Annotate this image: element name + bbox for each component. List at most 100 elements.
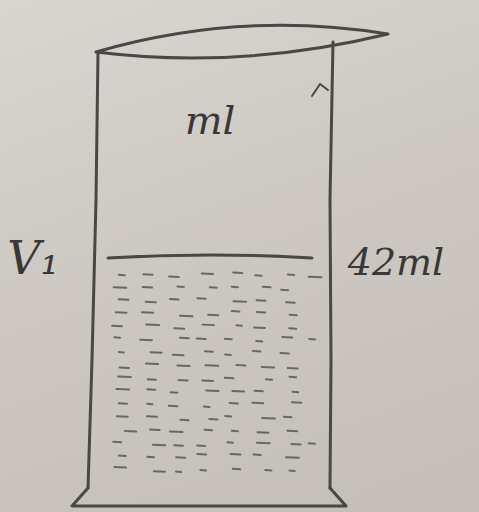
- shading-stroke: [225, 338, 232, 341]
- shading-stroke: [147, 388, 155, 391]
- shading-stroke: [173, 354, 184, 357]
- shading-stroke: [289, 327, 296, 330]
- shading-stroke: [114, 466, 126, 469]
- shading-stroke: [257, 311, 265, 314]
- shading-stroke: [174, 327, 184, 330]
- shading-stroke: [280, 352, 289, 355]
- shading-stroke: [140, 339, 152, 342]
- shading-stroke: [257, 431, 268, 434]
- shading-stroke: [227, 441, 232, 444]
- shading-stroke: [119, 298, 129, 301]
- shading-stroke: [147, 456, 154, 459]
- shading-stroke: [254, 390, 262, 393]
- shading-stroke: [233, 468, 240, 471]
- shading-stroke: [143, 286, 152, 289]
- shading-stroke: [117, 415, 128, 418]
- shading-stroke: [154, 470, 165, 473]
- volume-reading: 42ml: [348, 243, 445, 281]
- shading-stroke: [205, 364, 218, 367]
- shading-stroke: [256, 340, 262, 343]
- shading-stroke: [232, 390, 244, 393]
- shading-stroke: [282, 336, 292, 339]
- shading-stroke: [143, 273, 152, 276]
- shading-stroke: [180, 337, 189, 340]
- shading-stroke: [119, 455, 126, 458]
- shading-stroke: [197, 444, 205, 447]
- volume-symbol: V₁: [7, 235, 59, 281]
- shading-stroke: [253, 350, 260, 353]
- shading-stroke: [232, 286, 238, 289]
- shading-stroke: [177, 285, 183, 288]
- shading-stroke: [225, 353, 231, 356]
- shading-stroke: [146, 323, 159, 326]
- shading-stroke: [170, 431, 183, 434]
- shading-stroke: [253, 453, 260, 456]
- shading-stroke: [225, 377, 234, 380]
- shading-stroke: [257, 299, 266, 302]
- shading-stroke: [150, 428, 160, 431]
- shading-stroke: [288, 367, 298, 370]
- shading-stroke: [147, 403, 152, 406]
- shading-stroke: [262, 417, 275, 420]
- shading-stroke: [286, 456, 299, 459]
- shading-stroke: [197, 297, 205, 300]
- shading-stroke: [293, 391, 299, 394]
- shading-stroke: [255, 274, 261, 277]
- shading-stroke: [147, 415, 157, 418]
- shading-stroke: [151, 351, 162, 354]
- shading-stroke: [287, 430, 297, 433]
- shading-stroke: [266, 378, 272, 381]
- shading-stroke: [232, 430, 238, 433]
- shading-stroke: [197, 337, 206, 340]
- shading-stroke: [119, 274, 125, 277]
- shading-stroke: [180, 419, 188, 422]
- shading-stroke: [200, 469, 206, 472]
- shading-stroke: [203, 324, 214, 327]
- shading-stroke: [286, 301, 295, 304]
- cylinder-base: [72, 488, 346, 506]
- liquid-level: [108, 255, 312, 258]
- shading-stroke: [146, 301, 156, 304]
- pencil-mark: [312, 84, 328, 96]
- shading-stroke: [177, 364, 189, 367]
- shading-stroke: [205, 350, 213, 353]
- shading-stroke: [116, 311, 127, 314]
- shading-stroke: [290, 314, 297, 317]
- cylinder-mouth: [96, 25, 388, 58]
- cylinder-wall-right: [330, 42, 333, 488]
- shading-stroke: [263, 286, 271, 289]
- shading-stroke: [112, 325, 122, 328]
- shading-stroke: [206, 390, 218, 393]
- shading-stroke: [290, 470, 295, 473]
- shading-stroke: [119, 351, 124, 354]
- shading-stroke: [176, 456, 185, 459]
- shading-stroke: [291, 443, 300, 446]
- shading-stroke: [232, 310, 240, 313]
- shading-stroke: [292, 401, 301, 404]
- shading-stroke: [142, 311, 153, 314]
- shading-stroke: [234, 300, 247, 303]
- shading-stroke: [281, 289, 288, 292]
- shading-stroke: [204, 406, 210, 409]
- shading-stroke: [208, 314, 218, 317]
- shading-stroke: [202, 379, 213, 382]
- shading-stroke: [114, 336, 120, 339]
- shading-stroke: [252, 402, 263, 405]
- shading-stroke: [148, 378, 156, 381]
- shading-stroke: [170, 298, 179, 301]
- shading-stroke: [176, 471, 181, 474]
- shading-stroke: [225, 415, 231, 418]
- shading-stroke: [202, 272, 213, 275]
- shading-stroke: [179, 379, 188, 382]
- shading-stroke: [120, 367, 129, 370]
- shading-stroke: [116, 388, 129, 391]
- shading-stroke: [233, 271, 242, 274]
- shading-stroke: [174, 444, 183, 447]
- shading-stroke: [254, 327, 265, 330]
- shading-stroke: [118, 375, 131, 378]
- shading-stroke: [309, 276, 322, 279]
- shading-stroke: [257, 442, 270, 445]
- shading-stroke: [230, 402, 238, 405]
- shading-stroke: [230, 453, 240, 456]
- shading-stroke: [180, 315, 192, 318]
